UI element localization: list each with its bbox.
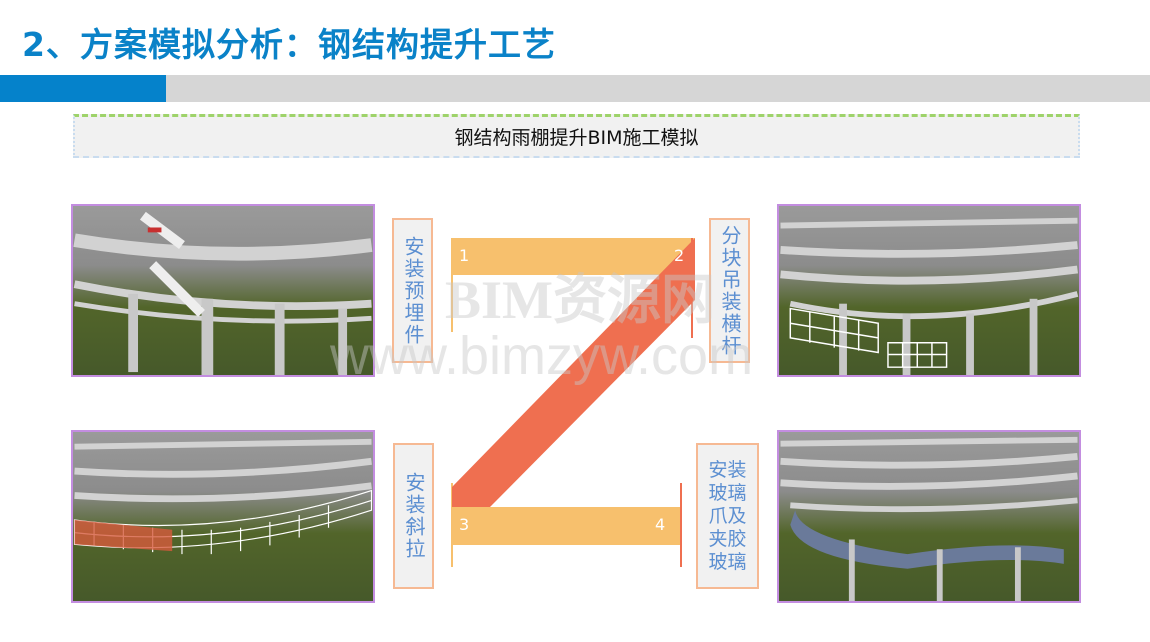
- step3-label: 安装斜拉: [393, 443, 434, 589]
- diagonal-connector: [452, 238, 695, 507]
- step4-render-image: [777, 430, 1081, 603]
- step3-number: 3: [459, 515, 470, 534]
- step4-line: 玻璃: [708, 550, 747, 573]
- step4-line: 爪及: [708, 504, 747, 527]
- step4-number: 4: [655, 515, 666, 534]
- step3-4-bar: [452, 507, 682, 545]
- banner-text: 钢结构雨棚提升BIM施工模拟: [454, 127, 699, 149]
- step1-number: 1: [459, 246, 470, 265]
- step1-2-bar: [452, 238, 695, 275]
- title-accent-bar: [0, 75, 166, 102]
- step1-render-image: [71, 204, 375, 377]
- section-banner: 钢结构雨棚提升BIM施工模拟: [73, 114, 1080, 158]
- step4-line: 安装: [708, 458, 747, 481]
- step2-number: 2: [674, 246, 685, 265]
- step2-label: 分块吊装横杆: [709, 218, 750, 363]
- step4-label: 安装玻璃爪及夹胶玻璃: [696, 443, 759, 589]
- step4-line: 夹胶: [708, 527, 747, 550]
- title-divider-bar: [166, 75, 1150, 102]
- step4-line: 玻璃: [708, 481, 747, 504]
- step2-render-image: [777, 204, 1081, 377]
- page-title: 2、方案模拟分析：钢结构提升工艺: [22, 25, 556, 64]
- step3-render-image: [71, 430, 375, 603]
- step1-label: 安装预埋件: [392, 218, 433, 363]
